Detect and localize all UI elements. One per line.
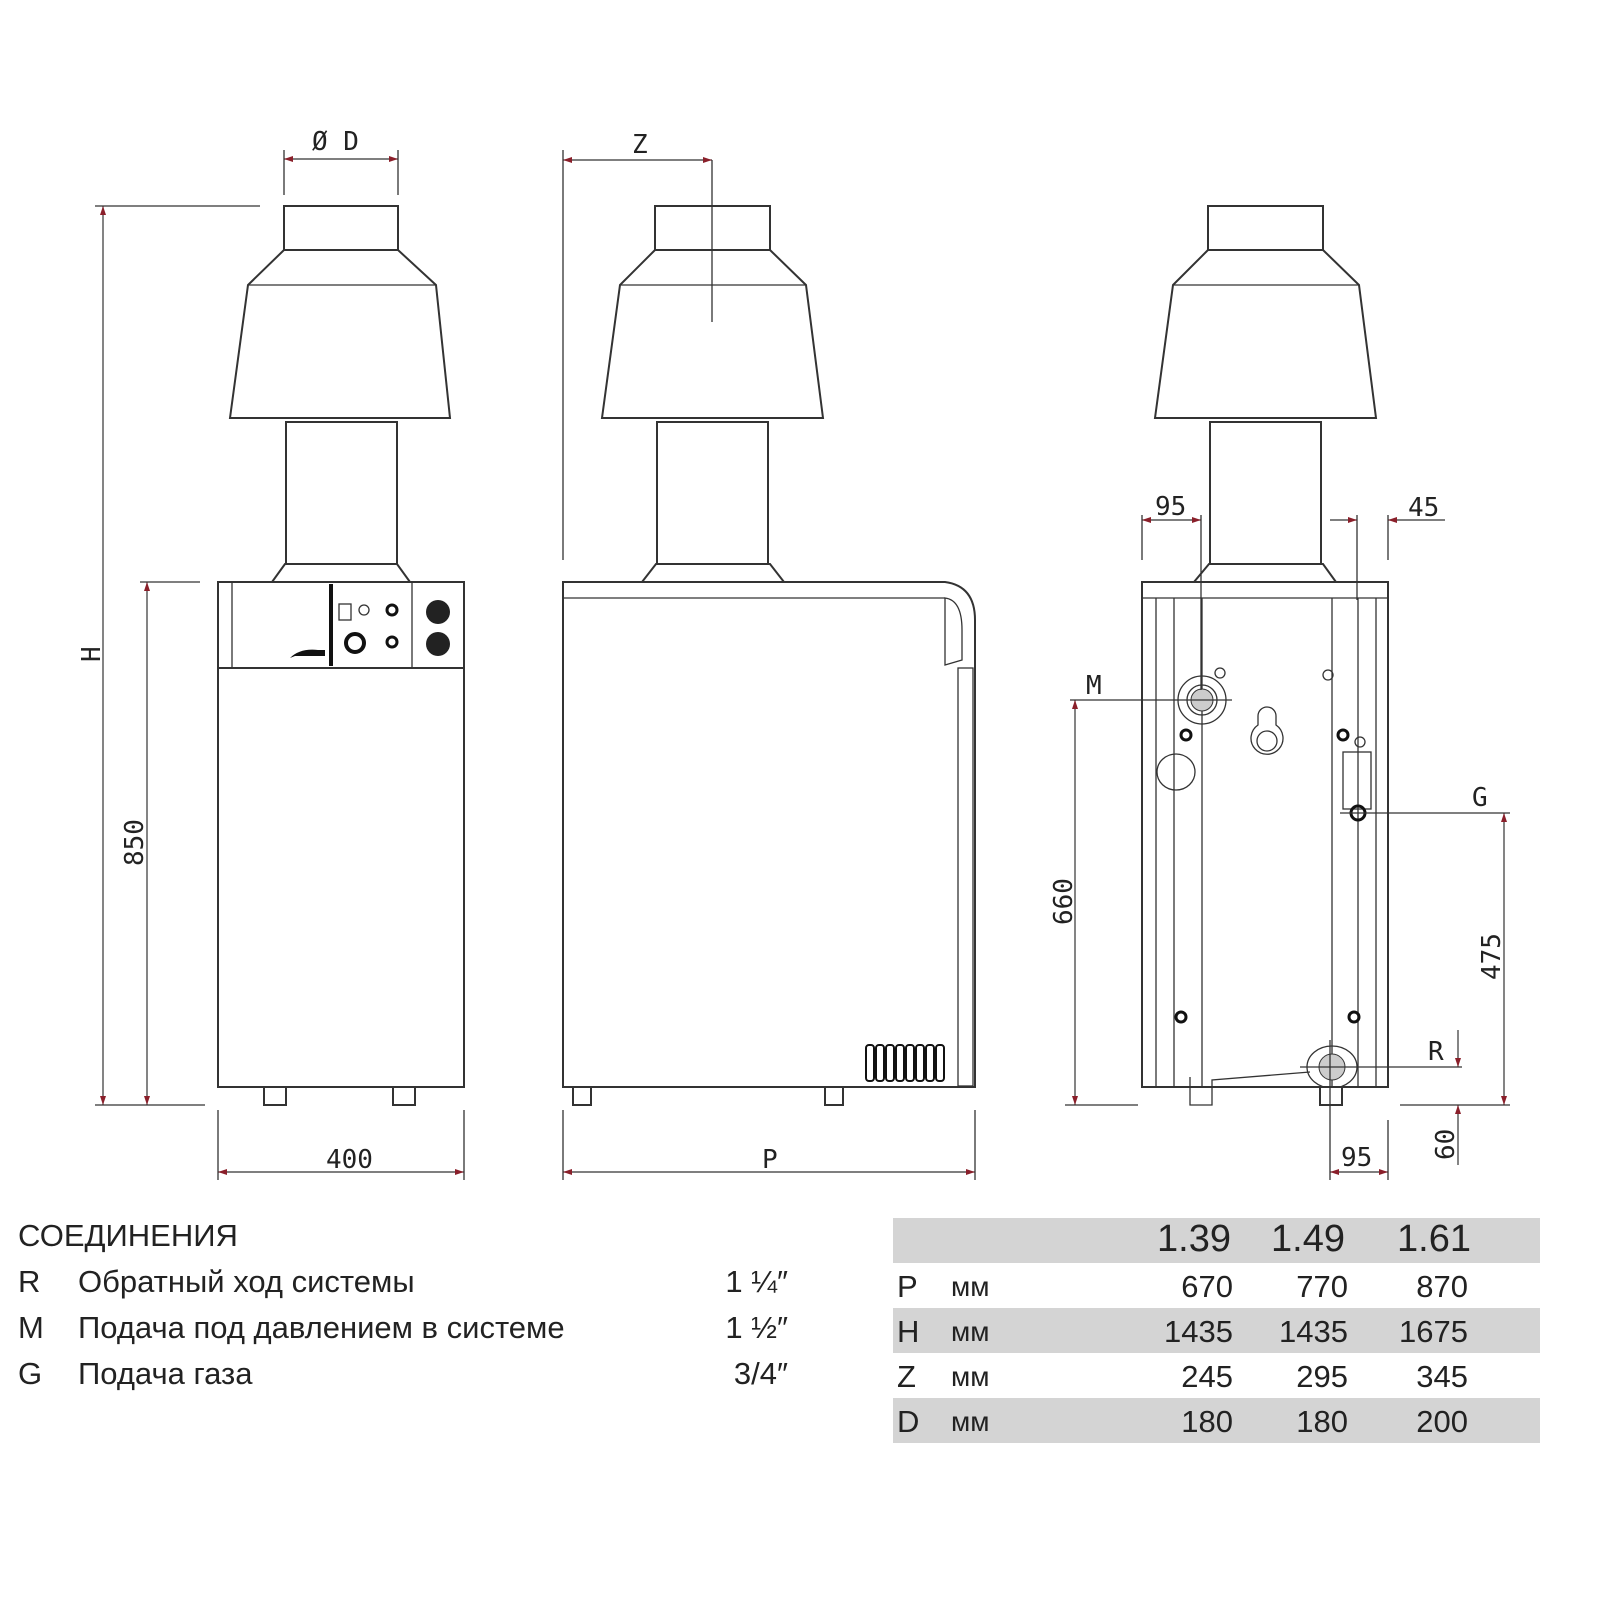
label-z: Z bbox=[632, 130, 648, 160]
table-cell: 1435 bbox=[1164, 1314, 1233, 1349]
table-cell: 180 bbox=[1181, 1404, 1233, 1439]
label-95-bottom: 95 bbox=[1341, 1143, 1372, 1173]
model-header: 1.39 bbox=[1157, 1218, 1231, 1260]
label-850: 850 bbox=[120, 819, 150, 866]
table-cell: 180 bbox=[1296, 1404, 1348, 1439]
connection-code: R bbox=[18, 1264, 41, 1299]
label-60: 60 bbox=[1431, 1129, 1461, 1160]
param-unit: мм bbox=[951, 1316, 990, 1347]
table-row: H мм 1435 1435 1675 bbox=[893, 1308, 1540, 1353]
table-cell: 245 bbox=[1181, 1359, 1233, 1394]
model-header: 1.49 bbox=[1271, 1218, 1345, 1260]
label-660: 660 bbox=[1049, 878, 1079, 925]
label-45: 45 bbox=[1408, 493, 1439, 523]
rear-view bbox=[1141, 205, 1389, 1106]
model-header: 1.61 bbox=[1397, 1218, 1471, 1260]
param-unit: мм bbox=[951, 1271, 990, 1302]
control-panel bbox=[290, 600, 450, 658]
param-name: D bbox=[897, 1404, 920, 1439]
gauge-icon bbox=[426, 600, 450, 624]
connection-description: Подача газа bbox=[78, 1356, 253, 1391]
param-name: Z bbox=[897, 1359, 916, 1394]
label-g: G bbox=[1472, 783, 1488, 813]
table-cell: 670 bbox=[1181, 1269, 1233, 1304]
label-p: P bbox=[762, 1145, 778, 1175]
side-view bbox=[562, 160, 976, 1106]
technical-drawing: Ø D H 850 400 Z P 95 45 bbox=[77, 127, 1510, 1180]
connection-size: 1 ½″ bbox=[725, 1310, 788, 1345]
front-view bbox=[217, 205, 465, 1106]
dimension-lines: Ø D H 850 400 Z P 95 45 bbox=[77, 127, 1510, 1180]
table-row: D мм 180 180 200 bbox=[893, 1398, 1540, 1443]
table-cell: 1435 bbox=[1279, 1314, 1348, 1349]
label-400: 400 bbox=[326, 1145, 373, 1175]
connection-row-r: R Обратный ход системы 1 ¼″ bbox=[18, 1264, 798, 1310]
table-cell: 345 bbox=[1416, 1359, 1468, 1394]
connection-row-g: G Подача газа 3/4″ bbox=[18, 1356, 798, 1402]
table-cell: 1675 bbox=[1399, 1314, 1468, 1349]
label-95-top: 95 bbox=[1155, 492, 1186, 522]
table-cell: 295 bbox=[1296, 1359, 1348, 1394]
connection-description: Подача под давлением в системе bbox=[78, 1310, 565, 1345]
param-unit: мм bbox=[951, 1361, 990, 1392]
table-row: Z мм 245 295 345 bbox=[893, 1353, 1540, 1398]
label-diameter-d: Ø D bbox=[312, 127, 359, 157]
gauge-icon bbox=[426, 632, 450, 656]
table-cell: 770 bbox=[1296, 1269, 1348, 1304]
label-m: M bbox=[1086, 671, 1102, 701]
connections-legend: СОЕДИНЕНИЯ R Обратный ход системы 1 ¼″ M… bbox=[18, 1218, 798, 1402]
table-cell: 870 bbox=[1416, 1269, 1468, 1304]
param-name: P bbox=[897, 1269, 918, 1304]
connections-title: СОЕДИНЕНИЯ bbox=[18, 1218, 238, 1253]
param-name: H bbox=[897, 1314, 920, 1349]
param-unit: мм bbox=[951, 1406, 990, 1437]
connection-size: 3/4″ bbox=[733, 1356, 788, 1391]
vent-grille bbox=[865, 1044, 945, 1082]
label-r: R bbox=[1428, 1037, 1444, 1067]
dimensions-table: 1.39 1.49 1.61 P мм 670 770 870 H мм 143… bbox=[893, 1218, 1540, 1443]
table-cell: 200 bbox=[1416, 1404, 1468, 1439]
label-h: H bbox=[77, 646, 107, 662]
label-475: 475 bbox=[1477, 933, 1507, 980]
connection-code: G bbox=[18, 1356, 43, 1391]
connection-row-m: M Подача под давлением в системе 1 ½″ bbox=[18, 1310, 798, 1356]
connection-code: M bbox=[18, 1310, 44, 1345]
table-header-row: 1.39 1.49 1.61 bbox=[893, 1218, 1540, 1263]
connection-size: 1 ¼″ bbox=[725, 1264, 788, 1299]
connection-description: Обратный ход системы bbox=[78, 1264, 415, 1299]
table-row: P мм 670 770 870 bbox=[893, 1263, 1540, 1308]
